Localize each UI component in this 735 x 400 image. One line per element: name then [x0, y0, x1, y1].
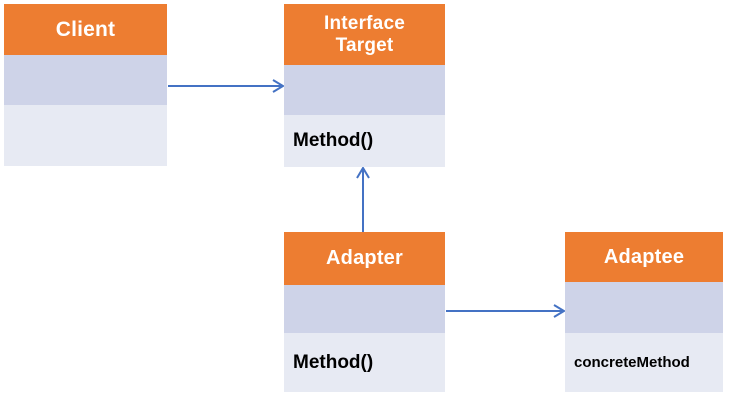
- class-attributes-adapter: [284, 285, 445, 333]
- connector-client-to-target: [168, 79, 285, 93]
- connector-adapter-to-adaptee: [446, 304, 566, 318]
- class-operations-client: [4, 105, 167, 166]
- class-attributes-interface-target: [284, 65, 445, 115]
- class-name-interface-target-line-1: Interface: [323, 13, 405, 35]
- operation-item: concreteMethod: [574, 354, 690, 371]
- arrowhead-icon: [356, 166, 370, 179]
- connector-adapter-to-target: [356, 166, 370, 232]
- class-attributes-client: [4, 55, 167, 105]
- class-name-client-line-1: Client: [55, 17, 116, 41]
- class-name-adapter-line-1: Adapter: [326, 247, 403, 270]
- class-operations-interface-target: Method(): [284, 115, 445, 167]
- class-box-client[interactable]: Client: [4, 4, 167, 166]
- class-attributes-adaptee: [565, 282, 723, 333]
- class-name-adaptee: Adaptee: [565, 232, 723, 282]
- class-operations-adaptee: concreteMethod: [565, 333, 723, 392]
- class-name-adaptee-line-1: Adaptee: [603, 245, 685, 268]
- operation-item: Method(): [293, 351, 374, 373]
- class-name-client: Client: [4, 4, 167, 55]
- class-name-interface-target: Interface Target: [284, 4, 445, 65]
- operation-item: Method(): [293, 130, 374, 151]
- arrowhead-icon: [553, 304, 566, 318]
- class-name-interface-target-line-2: Target: [335, 34, 394, 56]
- class-box-interface-target[interactable]: Interface Target Method(): [284, 4, 445, 167]
- class-name-adapter: Adapter: [284, 232, 445, 285]
- class-operations-adapter: Method(): [284, 333, 445, 392]
- class-box-adaptee[interactable]: Adaptee concreteMethod: [565, 232, 723, 392]
- arrowhead-icon: [272, 79, 285, 93]
- class-box-adapter[interactable]: Adapter Method(): [284, 232, 445, 392]
